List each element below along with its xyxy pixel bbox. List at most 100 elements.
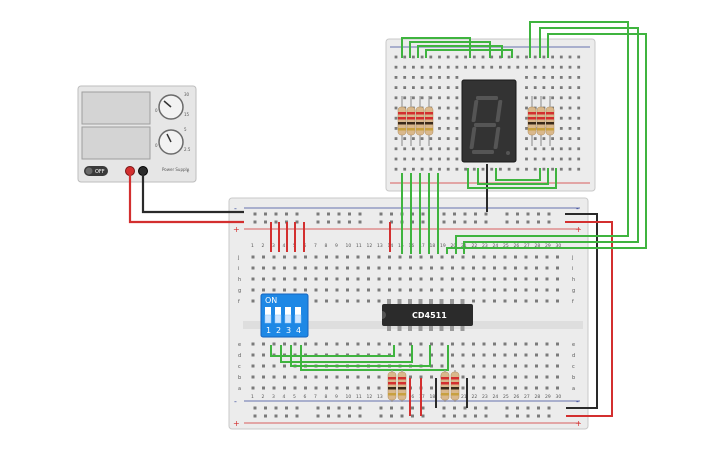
small-breadboard-hole[interactable] (516, 167, 520, 171)
rail-hole[interactable] (295, 406, 299, 410)
small-breadboard-hole[interactable] (472, 167, 476, 171)
breadboard-hole[interactable] (524, 342, 528, 346)
breadboard-hole[interactable] (503, 277, 507, 281)
small-breadboard-hole[interactable] (420, 65, 424, 69)
breadboard-hole[interactable] (325, 277, 328, 281)
small-breadboard-hole[interactable] (551, 55, 554, 59)
rail-hole[interactable] (253, 220, 257, 224)
rail-hole[interactable] (537, 406, 540, 410)
small-breadboard-hole[interactable] (525, 137, 528, 140)
resistor-pulldown-1[interactable] (387, 370, 397, 402)
small-breadboard-hole[interactable] (525, 55, 528, 59)
small-breadboard-hole[interactable] (551, 96, 554, 100)
rail-hole[interactable] (358, 212, 362, 216)
breadboard-hole[interactable] (556, 255, 559, 259)
rail-hole[interactable] (295, 414, 299, 418)
breadboard-hole[interactable] (535, 288, 538, 292)
rail-hole[interactable] (453, 220, 456, 224)
small-breadboard-hole[interactable] (568, 96, 572, 100)
dip-toggle-knob[interactable] (284, 314, 292, 324)
small-breadboard-hole[interactable] (533, 86, 537, 89)
seven-segment-display[interactable] (461, 79, 517, 163)
rail-hole[interactable] (358, 220, 362, 224)
small-breadboard-hole[interactable] (533, 55, 537, 59)
small-breadboard-hole[interactable] (577, 116, 581, 120)
small-breadboard-hole[interactable] (542, 157, 546, 161)
wire-green-bottom-1[interactable] (467, 168, 557, 189)
breadboard-hole[interactable] (545, 288, 549, 292)
breadboard-hole[interactable] (482, 342, 486, 346)
rail-hole[interactable] (505, 220, 509, 224)
small-breadboard-hole[interactable] (446, 55, 450, 59)
breadboard-hole[interactable] (346, 255, 349, 259)
breadboard-hole[interactable] (482, 255, 486, 259)
rail-hole[interactable] (379, 220, 383, 224)
small-breadboard-hole[interactable] (403, 137, 407, 140)
small-breadboard-hole[interactable] (438, 86, 441, 89)
small-breadboard-hole[interactable] (429, 137, 433, 140)
small-breadboard-hole[interactable] (559, 65, 563, 69)
breadboard-hole[interactable] (472, 342, 475, 346)
breadboard-hole[interactable] (430, 353, 433, 357)
breadboard-hole[interactable] (262, 353, 265, 357)
breadboard-hole[interactable] (251, 386, 255, 390)
small-breadboard-hole[interactable] (394, 137, 398, 140)
wire-green-bottom-2[interactable] (477, 168, 549, 185)
small-breadboard-hole[interactable] (438, 157, 441, 161)
wire-green-dip-3[interactable] (290, 345, 431, 367)
small-breadboard-hole[interactable] (403, 147, 407, 151)
breadboard-hole[interactable] (514, 375, 517, 379)
breadboard-hole[interactable] (493, 255, 496, 259)
breadboard-hole[interactable] (304, 375, 307, 379)
dip-toggle-knob[interactable] (294, 314, 302, 324)
small-breadboard-hole[interactable] (394, 167, 398, 171)
small-breadboard-hole[interactable] (559, 106, 563, 110)
breadboard-hole[interactable] (398, 277, 402, 281)
small-breadboard-hole[interactable] (394, 86, 398, 89)
resistor-seg-2[interactable] (406, 96, 416, 146)
rail-hole[interactable] (442, 406, 446, 410)
breadboard-hole[interactable] (503, 266, 507, 270)
breadboard-hole[interactable] (493, 277, 496, 281)
breadboard-hole[interactable] (461, 266, 465, 270)
breadboard-hole[interactable] (451, 288, 454, 292)
wire-rail-positive-jumper[interactable] (565, 221, 613, 417)
breadboard-hole[interactable] (514, 299, 517, 303)
breadboard-hole[interactable] (293, 375, 297, 379)
breadboard-hole[interactable] (461, 342, 465, 346)
rail-hole[interactable] (379, 406, 383, 410)
breadboard-hole[interactable] (325, 386, 328, 390)
small-breadboard-hole[interactable] (420, 157, 424, 161)
small-breadboard-hole[interactable] (577, 167, 581, 171)
rail-hole[interactable] (327, 414, 330, 418)
breadboard-hole[interactable] (272, 375, 276, 379)
breadboard-hole[interactable] (272, 255, 276, 259)
small-breadboard-hole[interactable] (455, 137, 459, 140)
breadboard-hole[interactable] (409, 277, 412, 281)
wire-green-top-4[interactable] (425, 49, 513, 58)
breadboard-hole[interactable] (503, 353, 507, 357)
breadboard-hole[interactable] (293, 342, 297, 346)
breadboard-hole[interactable] (472, 386, 475, 390)
breadboard-hole[interactable] (524, 277, 528, 281)
rail-hole[interactable] (390, 414, 393, 418)
breadboard-hole[interactable] (524, 266, 528, 270)
breadboard-hole[interactable] (314, 266, 318, 270)
breadboard-hole[interactable] (409, 342, 412, 346)
small-breadboard-hole[interactable] (446, 167, 450, 171)
breadboard-hole[interactable] (388, 266, 391, 270)
small-breadboard-hole[interactable] (438, 137, 441, 140)
breadboard-hole[interactable] (335, 288, 339, 292)
breadboard-hole[interactable] (283, 277, 286, 281)
wire-rail-negative-jumper[interactable] (565, 213, 598, 409)
small-breadboard-hole[interactable] (481, 167, 485, 171)
rail-hole[interactable] (285, 406, 288, 410)
rail-hole[interactable] (505, 212, 509, 216)
breadboard-hole[interactable] (356, 299, 360, 303)
small-breadboard-hole[interactable] (394, 76, 398, 79)
small-breadboard-hole[interactable] (559, 86, 563, 89)
breadboard-hole[interactable] (535, 375, 538, 379)
small-breadboard-hole[interactable] (551, 86, 554, 89)
rail-hole[interactable] (484, 220, 488, 224)
rail-hole[interactable] (463, 212, 467, 216)
